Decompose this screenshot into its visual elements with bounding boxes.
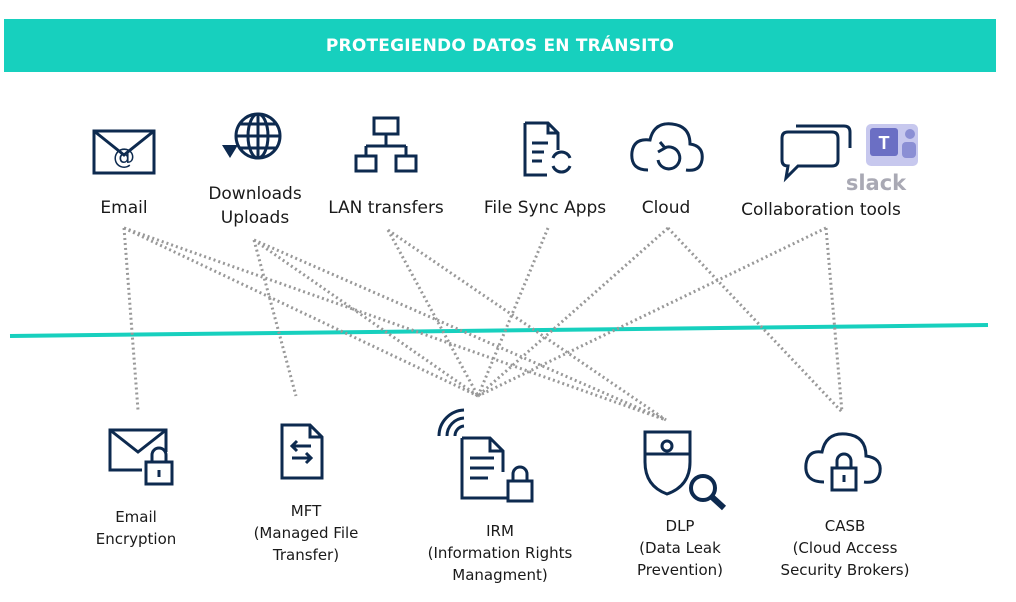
chat-bubbles-icon	[780, 124, 852, 183]
cloud-sync-icon	[630, 122, 704, 172]
svg-text:@: @	[113, 145, 135, 170]
source-text: Cloud	[641, 198, 691, 218]
email-at-icon: @	[92, 129, 156, 175]
source-text: LAN transfers	[328, 198, 444, 218]
solution-text: DLP	[665, 517, 695, 535]
solution-label-mft: MFT (Managed File Transfer)	[236, 500, 376, 566]
solution-label-dlp: DLP (Data Leak Prevention)	[620, 515, 740, 581]
source-text: Collaboration tools	[741, 200, 901, 220]
solution-text: (Data Leak	[639, 539, 721, 557]
connector-collab-casb	[824, 227, 844, 413]
slack-logo: slack	[836, 170, 916, 196]
network-hierarchy-icon	[354, 116, 418, 173]
connector-cloud-casb	[666, 226, 844, 414]
file-sync-icon	[523, 121, 572, 177]
solution-text: Managment)	[452, 566, 548, 584]
source-label-email: Email	[84, 196, 164, 220]
connector-email-irm	[123, 226, 479, 398]
file-transfer-icon	[280, 423, 324, 480]
source-label-lan: LAN transfers	[316, 196, 456, 220]
source-text: Email	[100, 198, 148, 218]
solution-text: (Cloud Access	[792, 539, 898, 557]
envelope-lock-icon	[108, 428, 174, 486]
source-label-collab: Collaboration tools	[726, 198, 916, 222]
diagram-title: PROTEGIENDO DATOS EN TRÁNSITO	[325, 35, 675, 56]
divider-line	[9, 323, 989, 338]
connector-downloads-mft	[252, 239, 298, 397]
teams-logo-icon: T	[866, 124, 918, 166]
cloud-lock-icon	[804, 432, 882, 492]
solution-text: (Managed File	[253, 524, 359, 542]
connectors-group	[122, 226, 844, 422]
solution-text: Email	[115, 508, 157, 526]
connector-downloads-irm	[253, 238, 479, 398]
source-text: File Sync Apps	[483, 198, 607, 218]
solution-text: Prevention)	[636, 561, 724, 579]
solution-text: IRM	[486, 522, 514, 540]
connector-lan-irm	[386, 229, 480, 397]
shield-magnifier-icon	[643, 430, 727, 511]
globe-arrow-icon	[222, 112, 282, 160]
solution-text: (Information Rights	[427, 544, 573, 562]
solution-label-irm: IRM (Information Rights Managment)	[410, 520, 590, 586]
solution-text: Encryption	[95, 530, 177, 548]
document-lock-wifi-icon	[437, 408, 534, 503]
solution-text: Transfer)	[272, 546, 340, 564]
title-banner: PROTEGIENDO DATOS EN TRÁNSITO	[4, 19, 996, 72]
source-label-filesync: File Sync Apps	[470, 196, 620, 220]
solution-label-email-enc: Email Encryption	[76, 506, 196, 550]
solution-text: Security Brokers)	[780, 561, 910, 579]
svg-text:T: T	[879, 133, 890, 153]
solution-label-casb: CASB (Cloud Access Security Brokers)	[770, 515, 920, 581]
slack-logo-text: slack	[845, 171, 907, 195]
source-text: Uploads	[220, 208, 290, 228]
source-text: Downloads	[208, 184, 302, 204]
connector-lan-dlp	[387, 228, 667, 422]
source-label-downloads: Downloads Uploads	[190, 182, 320, 230]
connector-email-dlp	[123, 226, 667, 422]
connector-filesync-irm	[476, 227, 550, 397]
solution-text: MFT	[290, 502, 322, 520]
connector-cloud-irm	[477, 226, 669, 398]
connector-email-email_enc	[122, 227, 140, 411]
source-label-cloud: Cloud	[626, 196, 706, 220]
solution-text: CASB	[824, 517, 866, 535]
